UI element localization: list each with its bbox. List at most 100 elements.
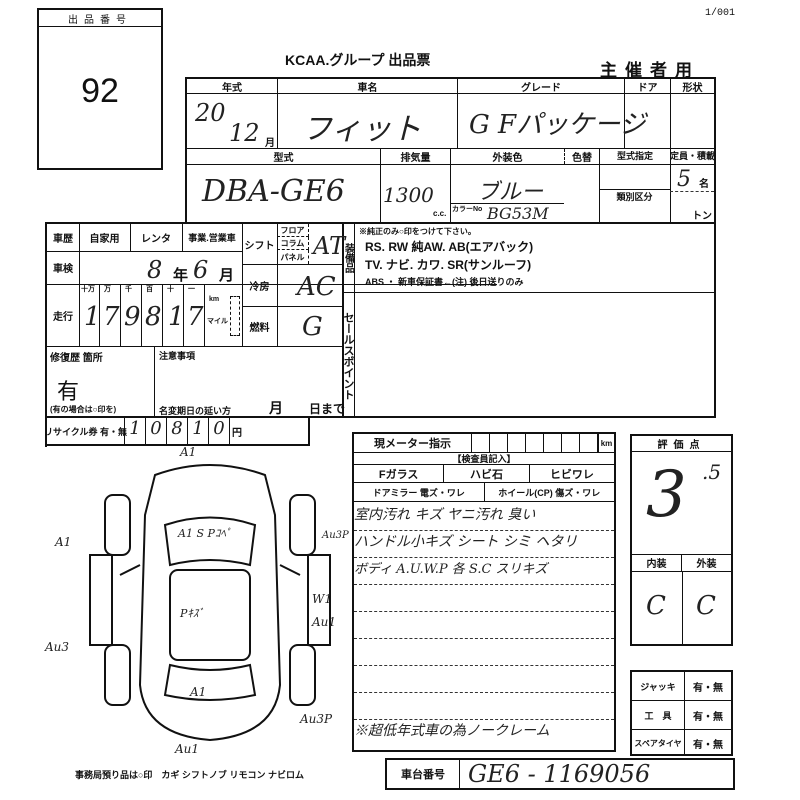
- damage-mark: A1 S Pｺﾍﾟ: [178, 527, 232, 540]
- damage-mark: Au3P: [300, 712, 333, 726]
- header-capacity: 定員・積載: [670, 149, 715, 222]
- shift-column: コラム: [277, 237, 309, 250]
- year-value: 20: [195, 99, 226, 127]
- header-body: 形状: [670, 79, 714, 148]
- tools-label: 工 具: [632, 701, 685, 729]
- diagram-caption: 事務局預り品は○印 カギ シフトノブ リモコン ナビロム: [75, 770, 304, 780]
- capacity-value: 5: [677, 167, 691, 192]
- wheel: ホイール(CP) 傷ズ・ワレ: [498, 487, 601, 498]
- chassis-number: GE6 - 1169056: [468, 760, 651, 788]
- header-color: 外装色: [450, 149, 564, 222]
- recycle-digit: 1: [188, 418, 209, 444]
- remark-line: ※超低年式車の為ノークレーム: [354, 723, 550, 739]
- remark-line: 室内汚れ キズ ヤニ汚れ 臭い: [354, 504, 614, 531]
- score-box: 評価点 3 .5 内装 外装 C C: [630, 434, 733, 646]
- fglass-label: Fガラス: [354, 465, 445, 482]
- lot-box: 出品番号 92: [37, 8, 163, 170]
- header-displacement: 排気量: [380, 149, 450, 222]
- car-diagram: [89, 464, 331, 742]
- fuel-label: 燃料: [249, 322, 270, 334]
- damage-mark: Au3P: [322, 530, 349, 541]
- color-code-value: BG53M: [487, 204, 549, 223]
- tools-value: 有・無: [693, 711, 723, 723]
- recycle-digit: 8: [167, 418, 188, 444]
- inspector-box: 現メーター指示 km 【検査員記入】 Fガラス ハビ石 ヒビワレ ドアミラー 電…: [352, 432, 616, 752]
- exterior-label: 外装: [682, 554, 731, 572]
- remarks-list: 室内汚れ キズ ヤニ汚れ 臭い ハンドル小キズ シート シミ ヘタリ ボディ A…: [354, 504, 614, 746]
- repair-value: 有: [57, 379, 80, 404]
- damage-mark: Au3: [45, 640, 70, 654]
- grade-value: G Fパッケージ: [469, 110, 646, 140]
- score-decimal: .5: [702, 460, 722, 484]
- spare-tire-value: 有・無: [693, 739, 723, 751]
- model-code-value: DBA-GE6: [202, 174, 345, 209]
- header-door: ドア: [624, 79, 670, 148]
- jack-value: 有・無: [693, 682, 723, 694]
- score-label: 評価点: [632, 436, 731, 452]
- mileage-digit: 7: [187, 302, 204, 332]
- header-car-name: 車名: [277, 79, 457, 148]
- score-value: 3: [646, 458, 687, 532]
- equipment-line-3: ABS ・ 新車保証書←(注) 後日送りのみ: [365, 277, 524, 287]
- aircon-label: 冷房: [249, 281, 270, 293]
- repair-note: (有の場合は○印を): [50, 405, 117, 414]
- history-rental: レンタ: [141, 234, 171, 245]
- recycle-digit: 0: [146, 418, 167, 444]
- mileage-digit: 1: [168, 302, 185, 332]
- lot-number: 92: [81, 72, 119, 110]
- meter-label: 現メーター指示: [354, 434, 472, 452]
- caution-label: 注意事項: [159, 351, 196, 361]
- damage-mark: W1: [312, 592, 332, 606]
- remark-line: ボディ A.U.W.P 各 S.C スリキズ: [354, 558, 614, 585]
- recycle-digit: 1: [125, 418, 146, 444]
- inspection-year-unit: 年: [173, 267, 189, 284]
- damage-mark: Au1: [312, 615, 337, 629]
- header-color-change: 色替: [564, 149, 599, 164]
- damage-mark: A1: [180, 445, 197, 459]
- month-value: 12: [229, 119, 260, 147]
- cc-unit: c.c.: [433, 209, 447, 218]
- organizer-use: 主催者用: [600, 61, 700, 80]
- mile-option: マイル: [207, 318, 228, 325]
- transfer-label: 名変期日の延い方: [159, 406, 232, 416]
- equipment-label: 装備品: [342, 243, 354, 273]
- interior-grade: C: [646, 591, 666, 621]
- transfer-month: 月: [269, 400, 283, 416]
- equipment-line-2: TV. ナビ. カワ. SR(サンルーフ): [365, 258, 532, 272]
- recycle-row: リサイクル券 有・無 1 0 8 1 0 円: [44, 418, 310, 446]
- fglass-chip: ハビ石: [444, 465, 530, 482]
- recycle-label: リサイクル券 有・無: [44, 418, 127, 444]
- damage-mark: Au1: [175, 742, 200, 756]
- condition-grid: 車歴 自家用 レンタ 事業.営業車 シフト フロア コラム パネル AT 車検 …: [45, 222, 716, 418]
- header-model: 型式: [273, 153, 294, 164]
- fglass-crack: ヒビワレ: [549, 468, 594, 481]
- recycle-digit: 0: [209, 418, 230, 444]
- history-label: 車歴: [53, 234, 73, 245]
- repair-label: 修復歴 箇所: [50, 353, 103, 364]
- transfer-day: 日まで: [309, 402, 346, 416]
- color-code-label: カラーNo: [452, 206, 483, 213]
- shift-label: シフト: [244, 240, 275, 252]
- header-grade: グレード: [457, 79, 624, 148]
- km-option: km: [209, 296, 220, 303]
- door-mirror: ドアミラー 電ズ・ワレ: [354, 483, 485, 501]
- remark-line: ハンドル小キズ シート シミ ヘタリ: [354, 531, 614, 558]
- yen-unit: 円: [232, 427, 242, 439]
- history-business: 事業.営業車: [188, 233, 236, 243]
- lot-label: 出品番号: [39, 10, 161, 27]
- fuel-value: G: [302, 312, 323, 342]
- damage-mark: A1: [190, 685, 207, 699]
- chassis-box: 車台番号 GE6 - 1169056: [385, 758, 735, 790]
- header-year: 年式: [222, 82, 242, 94]
- capacity-unit: 名: [699, 179, 709, 190]
- car-name-value: フィット: [302, 112, 422, 147]
- header-type-designation: 型式指定: [599, 149, 670, 222]
- aircon-value: AC: [297, 272, 336, 302]
- spare-tire-label: スペアタイヤ: [632, 730, 685, 756]
- inspection-year: 8: [147, 256, 163, 284]
- ton-unit: トン: [692, 211, 712, 222]
- displacement-value: 1300: [383, 183, 434, 207]
- meter-km: km: [598, 434, 614, 452]
